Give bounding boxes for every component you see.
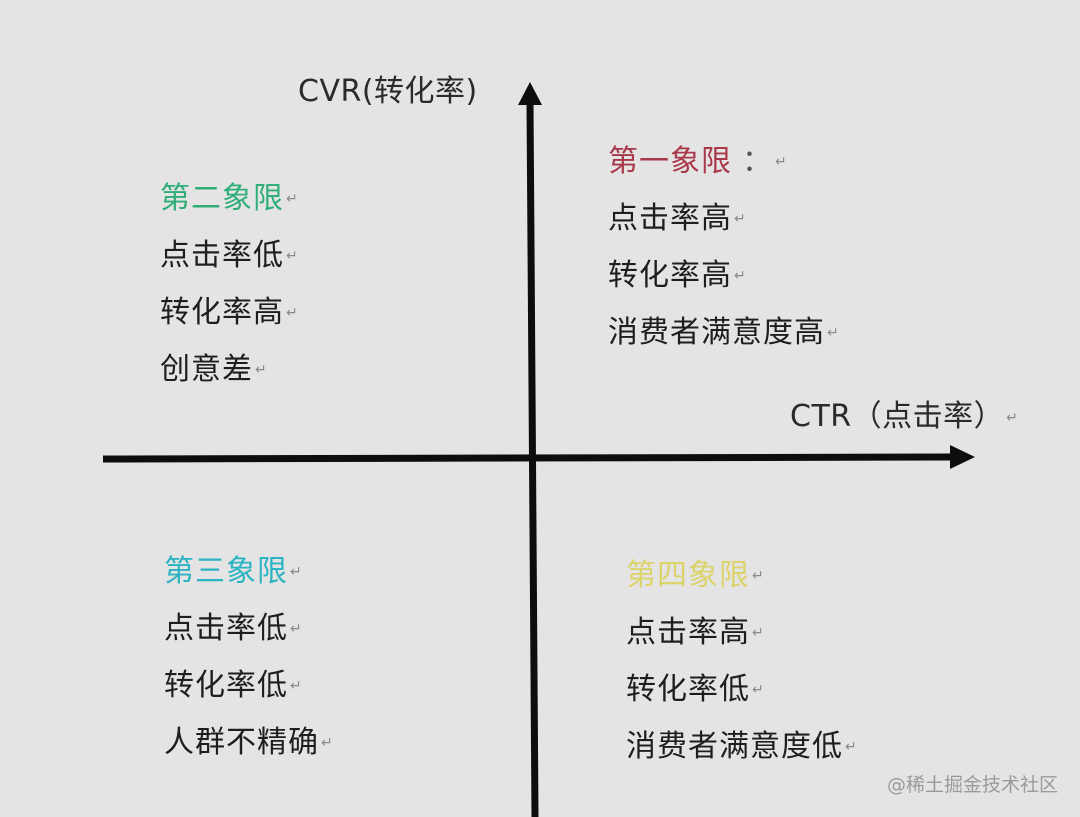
quadrant-2-note-text: 创意差 [160, 352, 253, 387]
quadrant-3-line: 人群不精确↵ [164, 714, 334, 771]
paragraph-mark-icon: ↵ [775, 154, 788, 170]
paragraph-mark-icon: ↵ [734, 211, 747, 227]
quadrant-2-line: 点击率低↵ [160, 227, 299, 284]
quadrant-1-ctr-text: 点击率高 [608, 201, 732, 236]
quadrant-4-line: 点击率高↵ [626, 604, 858, 661]
quadrant-2-title: 第二象限↵ [160, 170, 299, 227]
quadrant-2-line: 创意差↵ [160, 341, 299, 398]
quadrant-1-line: 点击率高↵ [608, 190, 840, 247]
paragraph-mark-icon: ↵ [752, 682, 765, 698]
quadrant-4-note-text: 消费者满意度低 [626, 729, 843, 764]
quadrant-2-line: 转化率高↵ [160, 284, 299, 341]
quadrant-1-title: 第一象限 ：↵ [608, 133, 840, 190]
paragraph-mark-icon: ↵ [286, 191, 299, 207]
quadrant-1-note-text: 消费者满意度高 [608, 315, 825, 350]
quadrant-1: 第一象限：↵ 点击率高↵ 转化率高↵ 消费者满意度高↵ [608, 133, 840, 361]
x-axis-label-text: CTR（点击率） [790, 399, 1005, 434]
paragraph-mark-icon: ↵ [286, 248, 299, 264]
x-axis-arrowhead-icon [950, 445, 975, 469]
quadrant-2-title-text: 第二象限 [160, 181, 284, 216]
paragraph-mark-icon: ↵ [286, 305, 299, 321]
quadrant-4-title: 第四象限↵ [626, 547, 858, 604]
y-axis-arrowhead-icon [518, 82, 542, 105]
quadrant-3-line: 点击率低↵ [164, 600, 334, 657]
paragraph-mark-icon: ↵ [290, 678, 303, 694]
paragraph-mark-icon: ↵ [752, 625, 765, 641]
quadrant-1-line: 转化率高↵ [608, 247, 840, 304]
quadrant-3-line: 转化率低↵ [164, 657, 334, 714]
quadrant-3-ctr-text: 点击率低 [164, 611, 288, 646]
quadrant-3-note-text: 人群不精确 [164, 725, 319, 760]
paragraph-mark-icon: ↵ [845, 739, 858, 755]
quadrant-3-cvr-text: 转化率低 [164, 668, 288, 703]
quadrant-1-cvr-text: 转化率高 [608, 258, 732, 293]
paragraph-mark-icon: ↵ [827, 325, 840, 341]
quadrant-4-title-text: 第四象限 [626, 558, 750, 593]
paragraph-mark-icon: ↵ [321, 735, 334, 751]
paragraph-mark-icon: ↵ [752, 568, 765, 584]
paragraph-mark-icon: ↵ [255, 362, 268, 378]
y-axis-label: CVR(转化率) [298, 74, 478, 109]
quadrant-3-title-text: 第三象限 [164, 554, 288, 589]
quadrant-4-cvr-text: 转化率低 [626, 672, 750, 707]
quadrant-3-title: 第三象限↵ [164, 543, 334, 600]
paragraph-mark-icon: ↵ [734, 268, 747, 284]
quadrant-4-line: 转化率低↵ [626, 661, 858, 718]
x-axis-label: CTR（点击率）↵ [790, 399, 1018, 436]
quadrant-2-cvr-text: 转化率高 [160, 295, 284, 330]
paragraph-mark-icon: ↵ [290, 564, 303, 580]
quadrant-1-title-text: 第一象限 [608, 144, 732, 179]
quadrant-4-ctr-text: 点击率高 [626, 615, 750, 650]
quadrant-4: 第四象限↵ 点击率高↵ 转化率低↵ 消费者满意度低↵ [626, 547, 858, 775]
quadrant-3: 第三象限↵ 点击率低↵ 转化率低↵ 人群不精确↵ [164, 543, 334, 771]
quadrant-2: 第二象限↵ 点击率低↵ 转化率高↵ 创意差↵ [160, 170, 299, 398]
quadrant-4-line: 消费者满意度低↵ [626, 718, 858, 775]
quadrant-1-line: 消费者满意度高↵ [608, 304, 840, 361]
y-axis-line [526, 102, 539, 817]
paragraph-mark-icon: ↵ [1006, 409, 1019, 426]
paragraph-mark-icon: ↵ [290, 621, 303, 637]
watermark: @稀土掘金技术社区 [886, 774, 1058, 796]
x-axis-line [102, 453, 951, 463]
quadrant-1-title-colon: ： [742, 144, 773, 179]
quadrant-2-ctr-text: 点击率低 [160, 238, 284, 273]
